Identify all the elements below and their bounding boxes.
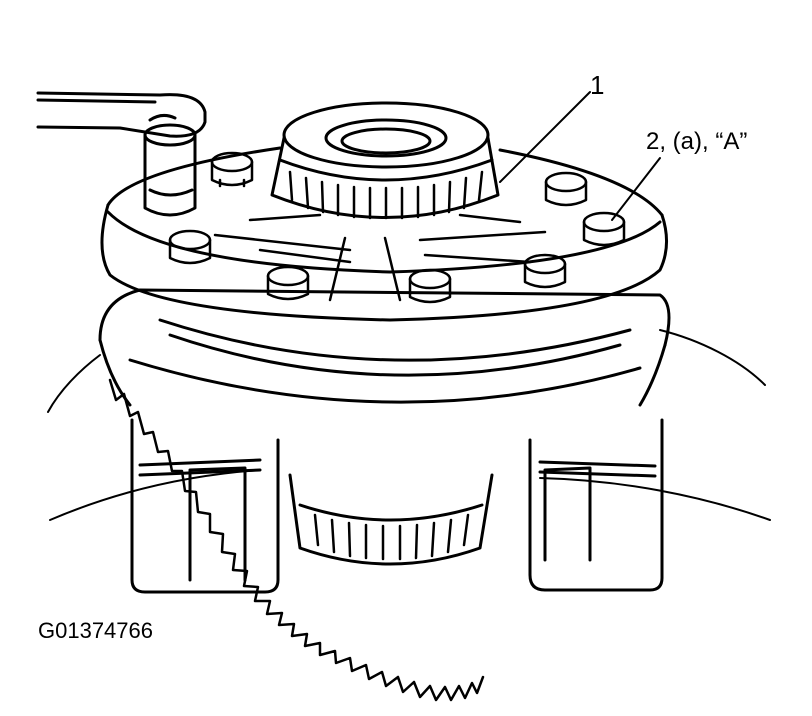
carrier-support-left xyxy=(132,420,278,592)
carrier-support-right xyxy=(530,420,662,590)
ring-gear-bolts xyxy=(170,153,624,302)
lower-bearing xyxy=(290,475,492,564)
bolt xyxy=(546,173,586,205)
case-flange xyxy=(102,148,667,320)
leader-2 xyxy=(612,158,660,220)
bolt xyxy=(584,213,624,245)
figure-id: G01374766 xyxy=(38,618,153,643)
ring-gear xyxy=(100,290,669,700)
callout-2: 2, (a), “A” xyxy=(646,128,748,155)
bolt xyxy=(410,270,450,302)
leader-1 xyxy=(500,92,590,182)
gear-teeth xyxy=(110,380,483,700)
callout-1: 1 xyxy=(590,70,605,100)
bolt xyxy=(170,231,210,263)
socket-wrench xyxy=(38,93,205,215)
bolt xyxy=(212,153,252,186)
bolt xyxy=(525,255,565,287)
leader-lines xyxy=(500,92,660,220)
side-bearing xyxy=(272,103,498,218)
bolt xyxy=(268,267,308,299)
case-web xyxy=(215,215,545,300)
